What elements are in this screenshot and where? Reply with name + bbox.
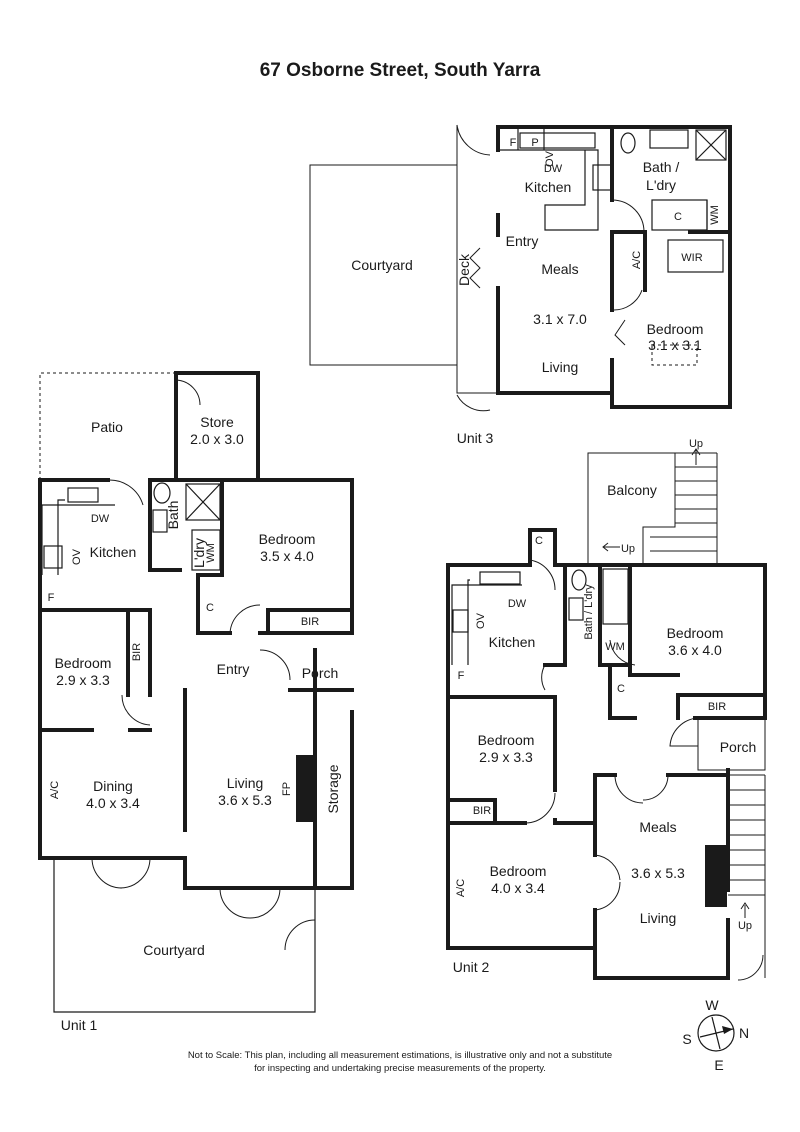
unit2-dw-label: DW: [508, 598, 527, 610]
unit2-c-mid-label: C: [617, 683, 625, 695]
unit3-kitchen-label: Kitchen: [525, 179, 572, 195]
unit1-bir2-label: BIR: [131, 643, 143, 661]
unit1-dining-label: Dining: [93, 778, 133, 794]
unit2-porch-label: Porch: [720, 739, 757, 755]
unit3-oven-label: OV: [544, 150, 556, 167]
unit2-bedroom1-dim: 3.6 x 4.0: [668, 642, 722, 658]
unit2-bir2-label: BIR: [473, 805, 491, 817]
unit3-toilet: [620, 132, 636, 154]
unit2-stairs-bottom: [728, 774, 766, 978]
unit1-ov-label: OV: [71, 548, 83, 565]
unit1-label: Unit 1: [61, 1017, 98, 1033]
unit3-shower: [695, 129, 727, 161]
unit3-meals-label: Meals: [541, 261, 578, 277]
unit2-up-top: Up: [689, 438, 703, 450]
unit1-wm-label: WM: [205, 543, 217, 563]
unit1-bedroom2-dim: 2.9 x 3.3: [56, 672, 110, 688]
disclaimer-line-2: for inspecting and undertaking precise m…: [254, 1063, 546, 1074]
unit1-storage-label: Storage: [325, 764, 341, 813]
unit1-patio-label: Patio: [91, 419, 123, 435]
disclaimer-line-1: Not to Scale: This plan, including all m…: [188, 1050, 612, 1061]
compass-n: N: [739, 1025, 749, 1041]
compass-e: E: [714, 1057, 723, 1073]
compass-icon: W N E S: [682, 997, 749, 1073]
unit1-toilet: [153, 482, 171, 504]
compass-w: W: [705, 997, 719, 1013]
unit1-bir1-label: BIR: [301, 616, 319, 628]
unit3-wm-label: WM: [709, 205, 721, 225]
unit1-ac-label: A/C: [49, 781, 61, 799]
unit1-fireplace: [296, 755, 314, 822]
unit1-entry-label: Entry: [217, 661, 250, 677]
unit3-laundry-label: L'dry: [646, 177, 676, 193]
unit-2: Balcony Up Up Up C DW OV Kitchen F Bath …: [446, 438, 767, 981]
unit3-dishwasher-label: DW: [544, 163, 563, 175]
unit3-cupboard-label: C: [674, 211, 682, 223]
unit2-ac-label: A/C: [455, 879, 467, 897]
unit1-living-label: Living: [227, 775, 264, 791]
unit2-bedroom3-label: Bedroom: [490, 863, 547, 879]
compass-s: S: [682, 1031, 691, 1047]
unit2-living-label: Living: [640, 910, 677, 926]
unit3-courtyard-outline: [309, 164, 457, 366]
unit1-living-dim: 3.6 x 5.3: [218, 792, 272, 808]
unit1-fridge-label: F: [48, 592, 55, 604]
unit2-balcony-label: Balcony: [607, 482, 657, 498]
unit1-bedroom2-label: Bedroom: [55, 655, 112, 671]
unit1-bedroom1-dim: 3.5 x 4.0: [260, 548, 314, 564]
unit2-meals-label: Meals: [639, 819, 676, 835]
unit3-wir-label: WIR: [681, 252, 702, 264]
unit2-bedroom1-label: Bedroom: [667, 625, 724, 641]
unit2-stairs-top: [650, 448, 718, 565]
unit3-ac-label: A/C: [631, 251, 643, 269]
unit3-dimensions: 3.1 x 7.0: [533, 311, 587, 327]
unit2-bathtub: [602, 568, 629, 625]
unit1-dw-label: DW: [91, 513, 110, 525]
unit3-living-label: Living: [542, 359, 579, 375]
unit1-dining-dim: 4.0 x 3.4: [86, 795, 140, 811]
unit2-c-top-label: C: [535, 535, 543, 547]
unit2-bedroom2-dim: 2.9 x 3.3: [479, 749, 533, 765]
plan-title: 67 Osborne Street, South Yarra: [260, 60, 541, 81]
unit2-up-mid: Up: [621, 543, 635, 555]
unit3-fridge-label: F: [510, 137, 517, 149]
unit3-bath-label: Bath /: [643, 159, 680, 175]
unit1-cupboard-label: C: [206, 602, 214, 614]
unit3-label: Unit 3: [457, 430, 494, 446]
unit1-porch-label: Porch: [302, 665, 339, 681]
unit1-courtyard-label: Courtyard: [143, 942, 204, 958]
unit2-toilet: [571, 569, 587, 591]
unit1-store-label: Store: [200, 414, 234, 430]
unit2-bedroom2-label: Bedroom: [478, 732, 535, 748]
unit2-ov-label: OV: [475, 612, 487, 629]
unit2-bath-laundry-label: Bath / L'dry: [583, 584, 595, 640]
unit1-fp-label: FP: [281, 782, 293, 796]
unit1-shower: [185, 483, 221, 521]
unit2-label: Unit 2: [453, 959, 490, 975]
unit-3: Courtyard Deck F P DW OV Kitchen Bath / …: [309, 124, 732, 446]
unit2-bedroom3-dim: 4.0 x 3.4: [491, 880, 545, 896]
unit2-meals-dim: 3.6 x 5.3: [631, 865, 685, 881]
unit3-entry-label: Entry: [506, 233, 539, 249]
unit3-bedroom-dim: 3.1 x 3.1: [648, 337, 702, 353]
unit2-kitchen-label: Kitchen: [489, 634, 536, 650]
unit2-bir1-label: BIR: [708, 701, 726, 713]
unit3-pantry-label: P: [531, 137, 538, 149]
unit-1: Patio Store 2.0 x 3.0 Bath L'dry WM Kitc…: [38, 371, 354, 1033]
unit3-courtyard-label: Courtyard: [351, 257, 412, 273]
unit2-fireplace: [705, 845, 727, 907]
unit2-fridge-label: F: [458, 670, 465, 682]
unit1-bath-label: Bath: [165, 501, 181, 530]
unit1-bedroom1-label: Bedroom: [259, 531, 316, 547]
unit3-deck-label: Deck: [456, 253, 472, 286]
unit1-laundry-label: L'dry: [191, 538, 207, 568]
unit2-up-bottom: Up: [738, 920, 752, 932]
unit3-bedroom-label: Bedroom: [647, 321, 704, 337]
unit1-kitchen-label: Kitchen: [90, 544, 137, 560]
unit1-store-dim: 2.0 x 3.0: [190, 431, 244, 447]
unit2-wm-label: WM: [605, 641, 625, 653]
